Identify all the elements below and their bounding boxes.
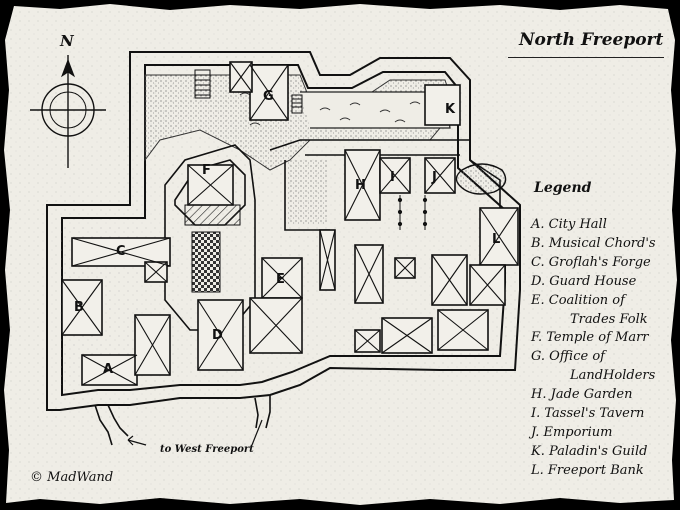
road-note: to West Freeport	[160, 444, 254, 455]
legend-title: Legend	[534, 180, 592, 196]
compass-rose-icon	[30, 55, 106, 168]
legend-item-g: G. Office of	[531, 349, 605, 365]
label-f: F	[202, 163, 211, 178]
label-l: L	[492, 232, 501, 247]
legend-item-e: E. Coalition of	[531, 292, 625, 308]
label-h: H	[355, 178, 366, 193]
legend-item-g-cont: LandHolders	[570, 368, 656, 384]
north-label: N	[60, 32, 74, 50]
legend-item-f: F. Temple of Marr	[531, 330, 649, 346]
legend-item-j: J. Emporium	[531, 424, 613, 440]
legend-item-i: I. Tassel's Tavern	[531, 406, 645, 421]
label-i: I	[390, 170, 395, 185]
label-e: E	[276, 272, 285, 287]
label-j: J	[432, 170, 437, 185]
label-a: A	[103, 362, 114, 377]
legend-item-l: L. Freeport Bank	[531, 462, 644, 478]
legend-item-b: B. Musical Chord's	[531, 235, 656, 251]
map-title: North Freeport	[519, 30, 664, 50]
label-g: G	[263, 89, 274, 104]
legend-item-a: A. City Hall	[531, 217, 607, 232]
label-k: K	[445, 102, 456, 117]
title-underline	[508, 57, 664, 58]
label-b: B	[74, 300, 84, 315]
road-west	[94, 395, 271, 446]
building-k	[424, 84, 461, 126]
credit: © MadWand	[30, 470, 114, 485]
legend-item-c: C. Groflah's Forge	[531, 254, 651, 270]
label-c: C	[116, 244, 126, 259]
legend-item-e-cont: Trades Folk	[570, 311, 648, 327]
legend-item-k: K. Paladin's Guild	[531, 443, 648, 459]
legend-item-d: D. Guard House	[531, 273, 637, 289]
legend-item-h: H. Jade Garden	[531, 387, 633, 403]
label-d: D	[212, 328, 223, 343]
